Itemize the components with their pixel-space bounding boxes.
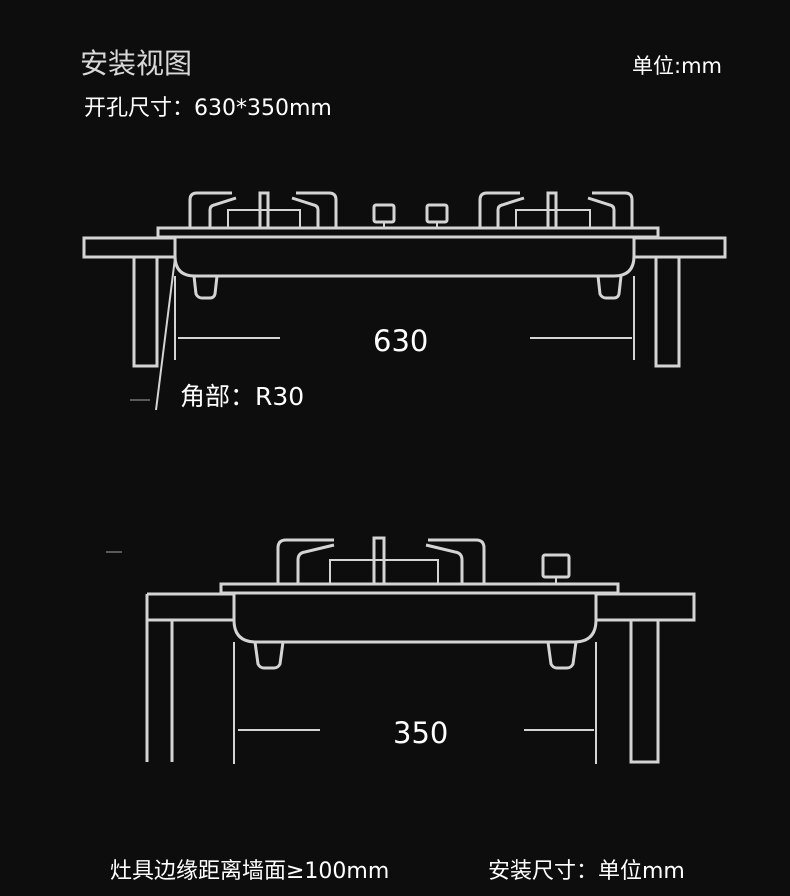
cutout-size-label: 开孔尺寸：630*350mm [84,96,332,121]
front-dimension-lines [174,276,635,360]
corner-radius-label: 角部：R30 [180,382,305,411]
side-stove-feet [253,641,578,670]
front-glass-panel [156,226,660,239]
side-burner [276,536,486,584]
side-countertop [147,592,696,622]
front-view [82,191,727,411]
front-stove-body [173,237,636,278]
width-dimension-label: 630 [373,324,429,358]
side-glass-panel [219,582,620,595]
depth-dimension-label: 350 [393,716,449,750]
side-stove-body [232,593,598,644]
corner-leader-line [155,257,176,411]
side-cabinet-legs [145,594,660,764]
front-stove-feet [192,275,623,300]
front-control-knobs [372,203,449,228]
install-unit-label: 安装尺寸：单位mm [488,859,685,884]
front-cabinet-legs [132,257,681,368]
front-right-burner [478,191,634,228]
front-left-burner [188,191,338,228]
side-control-knob [541,553,571,584]
unit-label: 单位:mm [632,54,722,78]
wall-clearance-label: 灶具边缘距离墙面≥100mm [110,859,390,884]
diagram-title: 安装视图 [80,47,193,80]
side-view [106,536,696,764]
front-countertop [82,236,727,259]
side-dimension-lines [233,642,597,764]
